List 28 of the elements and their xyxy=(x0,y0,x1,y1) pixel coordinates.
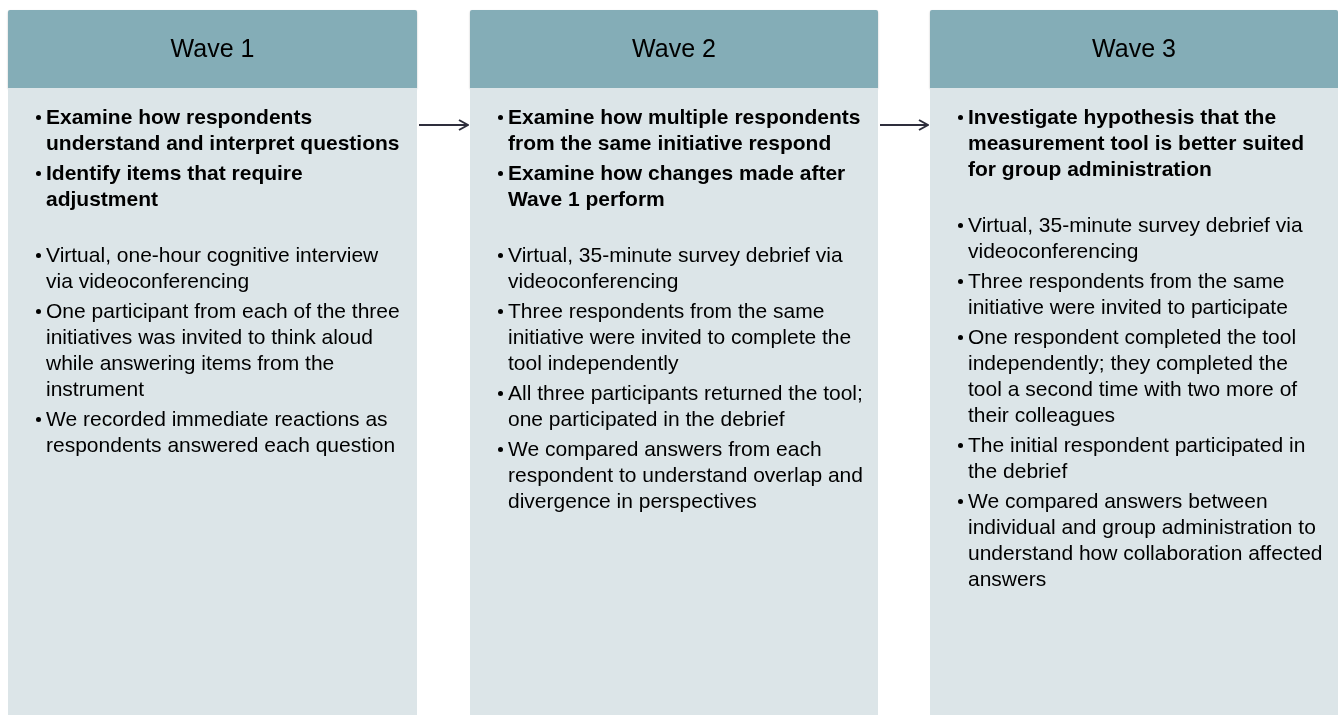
method-text: Three respondents from the same initiative were invited to complete the tool independently xyxy=(508,298,853,376)
objective-text: Identify items that require adjustment xyxy=(46,160,304,212)
method-text: Virtual, 35-minute survey debrief via videoconferencing xyxy=(968,212,1304,264)
wave-heading: Wave 2 xyxy=(632,33,716,65)
method-text: One participant from each of the three initiatives was invited to think aloud while answering items from the instrument xyxy=(46,298,401,402)
content-panel xyxy=(8,88,417,715)
method-text: Virtual, 35-minute survey debrief via videoconferencing xyxy=(508,242,844,294)
method-text: Virtual, one-hour cognitive interview via videoconferencing xyxy=(46,242,380,294)
header-band xyxy=(930,10,1338,88)
method-text: One respondent completed the tool independently; they completed the tool a second time with two more of their colleagues xyxy=(968,324,1299,428)
content-panel xyxy=(930,88,1338,715)
method-text: We compared answers between individual and group administration to understand how collaboration affected answers xyxy=(968,488,1324,592)
method-text: We compared answers from each respondent to understand overlap and divergence in perspectives xyxy=(508,436,864,514)
method-text: The initial respondent participated in the debrief xyxy=(968,432,1307,484)
objective-text: Examine how respondents understand and interpret questions xyxy=(46,104,401,156)
method-text: Three respondents from the same initiative were invited to participate xyxy=(968,268,1289,320)
arrow xyxy=(418,119,469,131)
objective-text: Examine how multiple respondents from the same initiative respond xyxy=(508,104,862,156)
wave-heading: Wave 1 xyxy=(170,33,255,65)
objective-text: Examine how changes made after Wave 1 perform xyxy=(508,160,847,212)
arrow xyxy=(879,119,929,131)
method-text: We recorded immediate reactions as respondents answered each question xyxy=(46,406,397,458)
header-band xyxy=(470,10,878,88)
header-band xyxy=(8,10,417,88)
content-panel xyxy=(470,88,878,715)
method-text: All three participants returned the tool; one participated in the debrief xyxy=(508,380,864,432)
wave-heading: Wave 3 xyxy=(1092,33,1176,65)
objective-text: Investigate hypothesis that the measurement tool is better suited for group administration xyxy=(968,104,1306,182)
